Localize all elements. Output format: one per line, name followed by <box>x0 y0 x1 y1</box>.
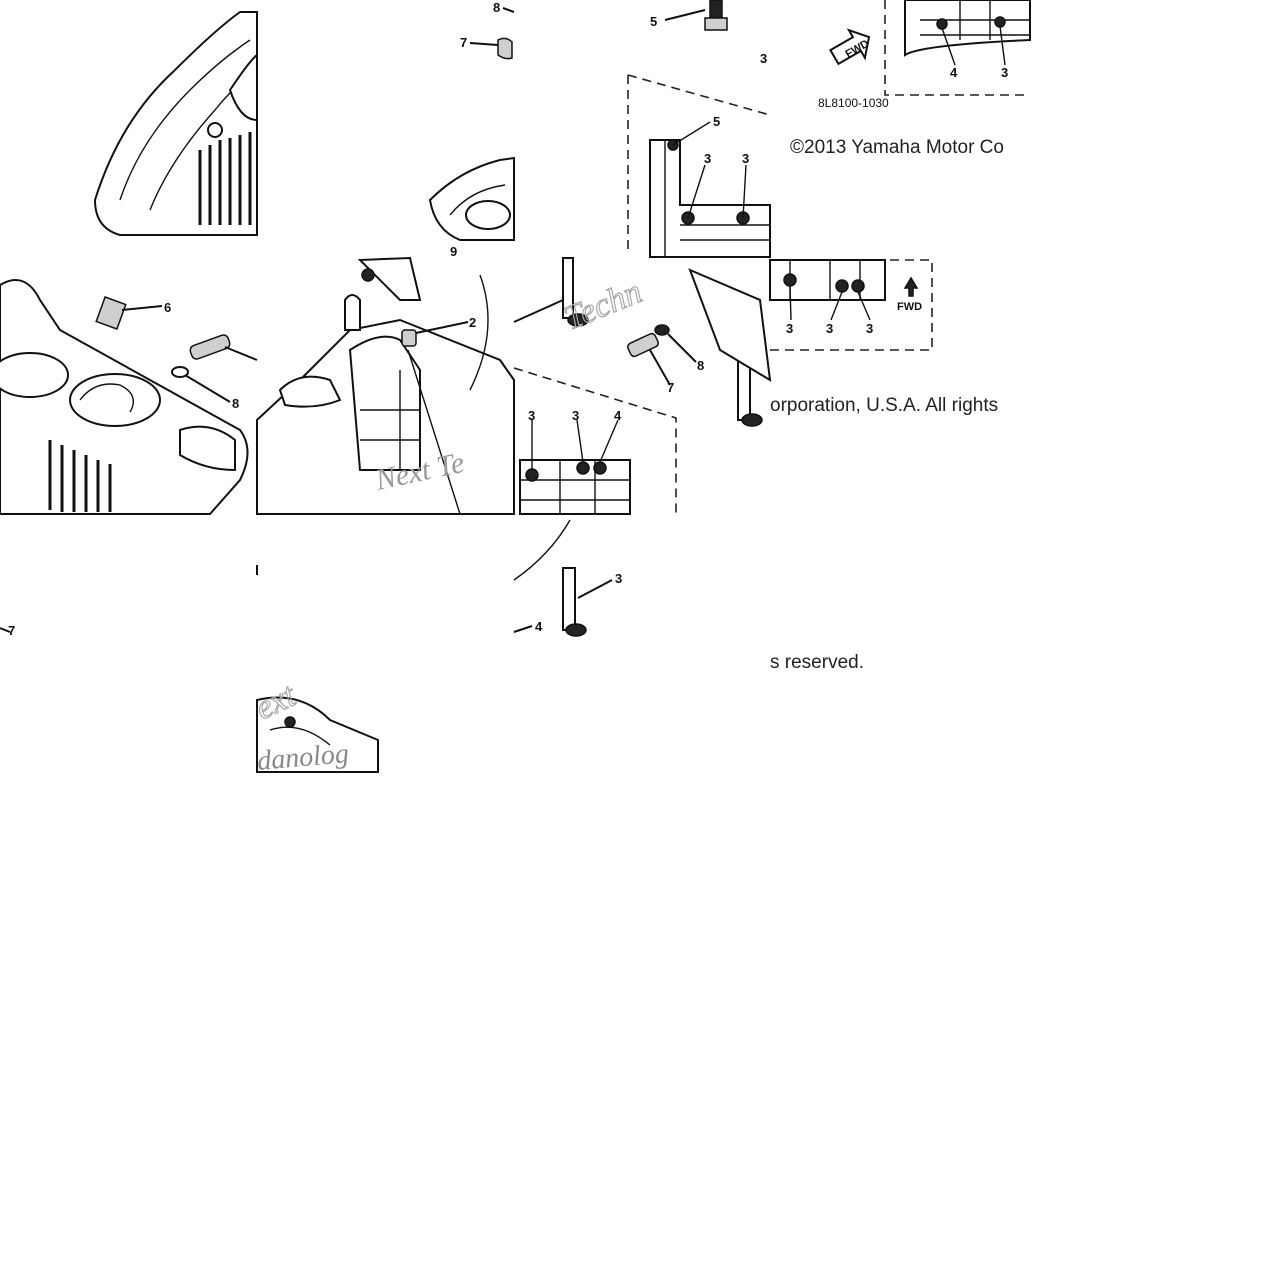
fwd-label-bottom: FWD <box>897 301 922 313</box>
callout-3-right-b: 3 <box>826 321 833 336</box>
bearing-caps-drawing <box>428 7 515 241</box>
callout-6: 6 <box>164 300 171 315</box>
callout-7-center: 7 <box>667 380 674 395</box>
fwd-up-arrow-icon <box>903 276 919 297</box>
callout-2: 2 <box>469 315 476 330</box>
callout-3-right-a: 3 <box>786 321 793 336</box>
callout-5-top: 5 <box>650 14 657 29</box>
callout-8-center: 8 <box>697 358 704 373</box>
callout-5-inset: 5 <box>713 114 720 129</box>
cylinder-fins <box>198 132 252 225</box>
callouts: 8 7 5 3 4 3 5 3 3 6 8 2 7 8 3 3 3 3 3 4 … <box>8 0 1008 638</box>
callout-8-left: 8 <box>232 396 239 411</box>
lower-inset <box>513 367 677 637</box>
copyright-line-2: orporation, U.S.A. All rights <box>770 395 999 416</box>
callout-3-top: 3 <box>760 51 767 66</box>
crankcase-upper-drawing <box>93 11 258 236</box>
callout-7-bottomleft: 7 <box>8 623 15 638</box>
block-fins <box>48 440 112 512</box>
callout-3-inset-a: 3 <box>704 151 711 166</box>
copyright-line-1: ©2013 Yamaha Motor Co <box>790 137 1004 158</box>
callout-3-lower-a: 3 <box>528 408 535 423</box>
callout-3-topright: 3 <box>1001 65 1008 80</box>
lower-case-inset: FWD 8L8100-1030 <box>627 74 933 351</box>
callout-7-top: 7 <box>460 35 467 50</box>
callout-4-topright: 4 <box>950 65 958 80</box>
lower-case-top-right: FWD <box>664 0 1031 96</box>
callout-9: 9 <box>450 244 457 259</box>
fwd-arrow-icon <box>829 28 871 66</box>
callout-3-lower-b: 3 <box>572 408 579 423</box>
copyright-line-3: s reserved. <box>770 652 864 673</box>
callout-3-inset-b: 3 <box>742 151 749 166</box>
callout-4-lower: 4 <box>614 408 622 423</box>
callout-3-bottom: 3 <box>615 571 622 586</box>
callout-3-right-c: 3 <box>866 321 873 336</box>
callout-8-top: 8 <box>493 0 500 15</box>
part-code: 8L8100-1030 <box>818 96 889 110</box>
cylinder-block-drawing <box>0 279 258 515</box>
bottom-left-fragment <box>0 565 379 773</box>
callout-4-bottom: 4 <box>535 619 543 634</box>
lower-crankcase-drawing <box>256 256 772 515</box>
